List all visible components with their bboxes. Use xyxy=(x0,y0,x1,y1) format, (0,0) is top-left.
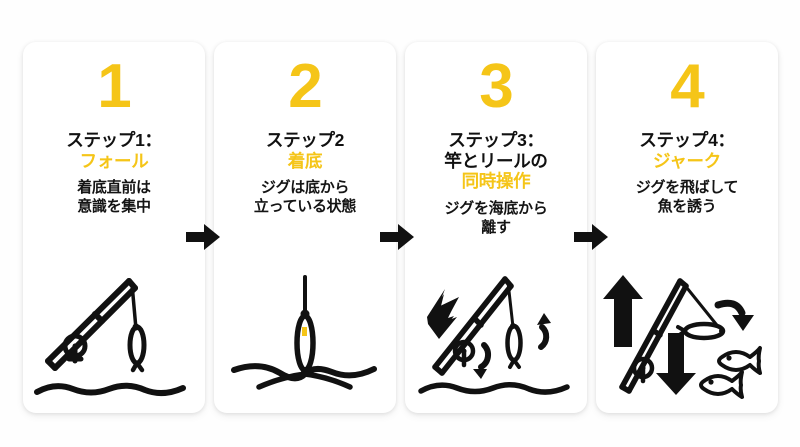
jig-standing-on-seabed-icon xyxy=(214,269,396,409)
step-number-4: 4 xyxy=(670,52,704,121)
fishing-rod-falling-jig-icon xyxy=(23,269,205,409)
step-heading-4-black: ステップ4： xyxy=(639,130,735,150)
step-subtext-3-line2: 離す xyxy=(481,218,511,236)
step-subtext-4: ジグを飛ばして 魚を誘う xyxy=(635,179,739,217)
step-heading-1: ステップ1： フォール xyxy=(66,130,162,171)
step-subtext-3-line1: ジグを海底から xyxy=(444,199,548,217)
step-heading-1-black: ステップ1： xyxy=(66,130,162,150)
step-subtext-2: ジグは底から 立っている状態 xyxy=(254,179,356,217)
step-subtext-4-line2: 魚を誘う xyxy=(657,198,717,216)
step-heading-3-yellow: 同時操作 xyxy=(461,171,531,192)
step-heading-4: ステップ4： ジャーク xyxy=(639,130,735,171)
rod-lift-reel-rotation-icon xyxy=(405,269,587,409)
step-subtext-1-line2: 意識を集中 xyxy=(77,198,151,216)
step-number-1: 1 xyxy=(97,52,131,121)
step-card-list: 1 ステップ1： フォール 着底直前は 意識を集中 xyxy=(23,42,778,413)
step-subtext-1: 着底直前は 意識を集中 xyxy=(77,179,151,217)
step-card-2: 2 ステップ2 着底 ジグは底から 立っている状態 xyxy=(214,42,396,413)
step-heading-3: ステップ3： 竿とリールの 同時操作 xyxy=(444,130,548,192)
step-card-1: 1 ステップ1： フォール 着底直前は 意識を集中 xyxy=(23,42,205,413)
arrow-step-1-to-2 xyxy=(186,222,220,252)
step-subtext-3: ジグを海底から 離す xyxy=(445,200,548,238)
step-number-2: 2 xyxy=(288,52,322,121)
step-heading-3-black-2: 竿とリールの xyxy=(444,150,548,171)
step-heading-1-yellow: フォール xyxy=(79,150,149,171)
step-subtext-2-line1: ジグは底から xyxy=(260,179,350,197)
step-number-3: 3 xyxy=(479,52,513,121)
jerk-arrows-and-fish-icon xyxy=(596,269,778,409)
step-heading-2-black: ステップ2 xyxy=(265,130,345,150)
step-subtext-1-line1: 着底直前は xyxy=(77,179,151,197)
step-subtext-4-line1: ジグを飛ばして xyxy=(635,179,739,197)
arrow-step-3-to-4 xyxy=(574,222,608,252)
step-heading-2-yellow: 着底 xyxy=(287,150,323,171)
step-heading-4-yellow: ジャーク xyxy=(653,150,721,171)
step-card-4: 4 ステップ4： ジャーク ジグを飛ばして 魚を誘う xyxy=(596,42,778,413)
arrow-step-2-to-3 xyxy=(380,222,414,252)
step-subtext-2-line2: 立っている状態 xyxy=(253,198,357,216)
step-heading-3-black: ステップ3： xyxy=(448,130,544,150)
step-heading-2: ステップ2 着底 xyxy=(265,130,345,171)
step-card-3: 3 ステップ3： 竿とリールの 同時操作 ジグを海底から 離す xyxy=(405,42,587,413)
